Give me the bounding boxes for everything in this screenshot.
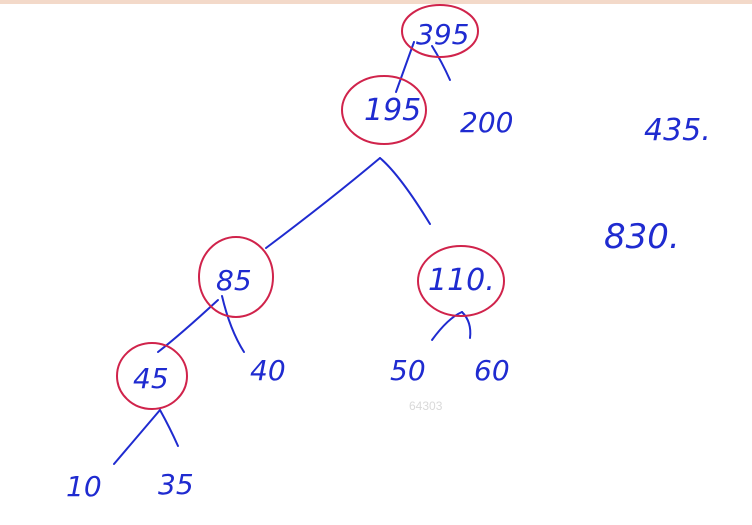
note-435: 435. [644, 113, 711, 148]
edge-85-45 [157, 299, 219, 353]
edge-110-50 [431, 311, 463, 341]
circle-85 [198, 236, 274, 318]
note-830: 830. [604, 217, 680, 257]
node-110: 110. [428, 263, 495, 298]
circle-45 [116, 342, 188, 410]
node-395: 395 [416, 18, 469, 51]
node-195: 195 [364, 93, 421, 128]
edge-110-60 [461, 311, 472, 339]
node-85: 85 [216, 264, 252, 297]
edge-45-10 [113, 409, 161, 465]
node-200: 200 [460, 106, 513, 139]
edge-195-85 [265, 157, 381, 249]
edge-195-110 [379, 157, 431, 225]
node-50: 50 [390, 354, 426, 387]
edge-85-40 [221, 295, 245, 353]
node-60: 60 [474, 354, 510, 387]
node-10: 10 [66, 470, 102, 503]
top-edge-bar [0, 0, 752, 4]
node-35: 35 [158, 468, 194, 501]
edge-395-200 [431, 45, 451, 81]
circle-110 [417, 245, 505, 317]
node-40: 40 [250, 354, 286, 387]
node-45: 45 [133, 362, 169, 395]
watermark-text: 64303 [409, 399, 443, 413]
edge-45-35 [159, 409, 179, 447]
circle-395 [401, 4, 479, 58]
edge-395-195 [395, 41, 415, 93]
circle-195 [341, 75, 427, 145]
